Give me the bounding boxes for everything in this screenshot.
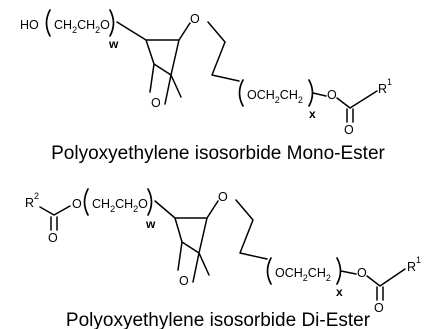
mono-ester-structure: HO CH2CH2O w O O OCH2CH2 x O O R1 <box>20 9 392 137</box>
di-r-group: R1 <box>407 255 421 274</box>
di-peg-right-formula: OCH2CH2 <box>275 266 331 283</box>
di-ester-oxygen: O <box>357 266 367 280</box>
di-ester-caption: Polyoxyethylene isosorbide Di-Ester <box>66 310 371 329</box>
mono-peg-left-repeat-index: w <box>108 37 119 51</box>
mono-carbonyl-oxygen: O <box>344 123 354 137</box>
di-peg-left-open-bracket <box>83 188 89 216</box>
di-peg-right-open-bracket <box>266 257 272 285</box>
di-left-carbonyl-oxygen: O <box>48 231 58 245</box>
di-carbonyl-oxygen: O <box>374 301 384 315</box>
di-left-r-group: R2 <box>25 191 39 210</box>
di-peg-right-close-bracket <box>336 257 342 285</box>
mono-ester-oxygen: O <box>327 88 337 102</box>
mono-ring-oxygen-bottom: O <box>151 96 161 110</box>
mono-peg-right-repeat-index: x <box>309 107 316 121</box>
di-right-ester-bonds <box>340 268 406 301</box>
mono-ester-bonds <box>312 90 378 123</box>
di-peg-left-close-bracket <box>147 188 153 216</box>
mono-ester-caption: Polyoxyethylene isosorbide Mono-Ester <box>51 143 385 164</box>
di-peg-left-formula: CH2CH2O <box>92 197 148 214</box>
di-peg-left-repeat-index: w <box>145 217 156 231</box>
mono-isosorbide-ring-bonds <box>116 21 240 105</box>
mono-peg-right-close-bracket <box>308 79 314 107</box>
mono-terminal-hydroxyl: HO <box>20 18 39 32</box>
mono-r-group: R1 <box>378 77 392 96</box>
di-ring-oxygen-top: O <box>218 190 228 204</box>
mono-peg-left-close-bracket <box>109 9 115 37</box>
di-left-ester-oxygen: O <box>72 197 82 211</box>
di-left-ester-bonds <box>39 205 71 231</box>
di-ester-structure: R2 O O CH2CH2O w O O OCH2CH2 x O O R1 <box>25 188 421 315</box>
mono-peg-right-open-bracket <box>238 79 244 107</box>
mono-peg-right-formula: OCH2CH2 <box>247 88 303 105</box>
mono-peg-left-formula: CH2CH2O <box>54 18 110 35</box>
di-isosorbide-ring-bonds <box>154 199 268 283</box>
mono-peg-left-open-bracket <box>45 9 51 37</box>
mono-ring-oxygen-top: O <box>190 12 200 26</box>
di-peg-right-repeat-index: x <box>336 285 343 299</box>
di-ring-oxygen-bottom: O <box>179 274 189 288</box>
